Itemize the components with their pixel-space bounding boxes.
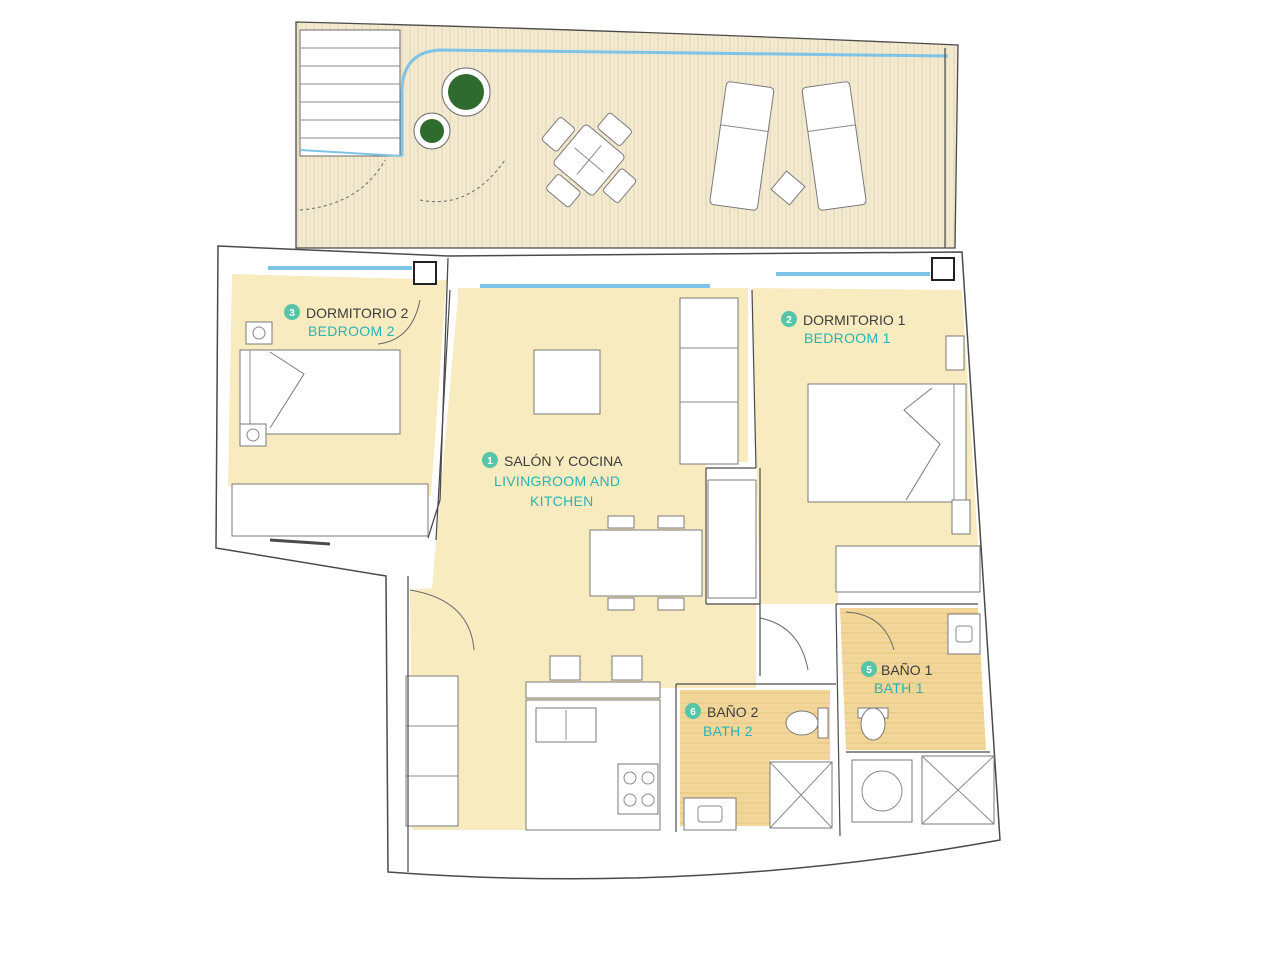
dining-chair (607, 515, 635, 529)
dining-table-set (589, 515, 703, 611)
bath-2-toilet (785, 707, 829, 739)
sun-lounger-left (709, 81, 775, 211)
terrace-stairs (299, 29, 401, 157)
bedroom-2-door-swing (377, 299, 421, 345)
terrace-gate-swing (299, 159, 386, 211)
stairs-block (299, 29, 401, 157)
hall-cupboard (707, 479, 757, 599)
bedroom-2-wardrobe (231, 483, 429, 537)
dining-table (589, 529, 703, 597)
bedroom-1-bed (807, 383, 967, 503)
room-name-en: LIVINGROOM AND (494, 473, 620, 489)
outdoor-chair (546, 174, 581, 208)
room-name-en: BEDROOM 2 (308, 323, 395, 339)
room-name-en: KITCHEN (530, 493, 594, 509)
room-number-badge (861, 661, 877, 677)
lamp-icon (252, 326, 266, 340)
bar-stool (549, 655, 581, 681)
bath-1-shower (921, 755, 995, 825)
bath-1-door-swing (845, 611, 895, 651)
stairs-glass-railing (299, 149, 403, 157)
bedroom-1-door-swing (759, 617, 809, 671)
dining-chair (607, 597, 635, 611)
nightstand (951, 499, 971, 535)
lamp-icon (246, 428, 260, 442)
coffee-table (533, 349, 601, 415)
burner-icon (623, 771, 637, 785)
outdoor-chair (541, 117, 575, 152)
outdoor-table-set (541, 112, 637, 208)
nightstand (945, 335, 965, 371)
room-name-es: DORMITORIO 2 (306, 305, 409, 321)
interior-walls (269, 257, 990, 872)
terrace-glass-railing (400, 48, 949, 156)
structural-column (413, 261, 437, 285)
burner-icon (623, 793, 637, 807)
room-number: 3 (289, 308, 295, 319)
label-living-kitchen: 1 SALÓN Y COCINA LIVINGROOM AND KITCHEN (482, 452, 623, 509)
washing-machine-drum-icon (861, 770, 903, 812)
living-cabinet (405, 675, 459, 827)
plant-icon (420, 119, 444, 143)
bedroom-1-wardrobe (835, 545, 981, 593)
bath-2-shower (769, 761, 833, 829)
washing-machine (851, 759, 913, 823)
room-name-en: BATH 1 (874, 680, 924, 696)
entry-door-swing (409, 589, 475, 651)
outdoor-chair (603, 168, 637, 203)
dining-chair (657, 515, 685, 529)
label-bath-2: 6 BAÑO 2 BATH 2 (685, 703, 759, 739)
room-name-es: SALÓN Y COCINA (504, 453, 623, 469)
bar-stool (611, 655, 643, 681)
room-number-badge (781, 311, 797, 327)
planter-large (441, 67, 491, 117)
dining-chair (657, 597, 685, 611)
room-name-en: BATH 2 (703, 723, 753, 739)
room-name-es: BAÑO 1 (881, 662, 933, 678)
bath-1-toilet (857, 707, 889, 741)
label-bedroom-2: 3 DORMITORIO 2 BEDROOM 2 (284, 304, 409, 339)
room-number-badge (685, 703, 701, 719)
terrace (295, 21, 959, 249)
burner-icon (641, 793, 655, 807)
kitchen-counter (525, 655, 661, 831)
room-name-en: BEDROOM 1 (804, 330, 891, 346)
outdoor-chair (597, 112, 632, 146)
sofa (679, 297, 739, 465)
room-number: 6 (690, 707, 696, 718)
planter-small (413, 112, 451, 150)
burner-icon (641, 771, 655, 785)
room-name-es: DORMITORIO 1 (803, 312, 906, 328)
room-name-es: BAÑO 2 (707, 704, 759, 720)
plant-icon (448, 74, 484, 110)
kitchen-bar (525, 681, 661, 699)
room-number: 1 (487, 456, 493, 467)
nightstand (239, 423, 267, 447)
room-number: 5 (866, 665, 872, 676)
living-kitchen-floor (410, 288, 756, 830)
room-number: 2 (786, 315, 792, 326)
bath-2-sink (683, 797, 737, 831)
bedroom-2-bed (239, 349, 401, 435)
side-table (770, 170, 806, 206)
structural-column (931, 257, 955, 281)
nightstand (245, 321, 273, 345)
label-bedroom-1: 2 DORMITORIO 1 BEDROOM 1 (781, 311, 906, 346)
room-number-badge (482, 452, 498, 468)
room-number-badge (284, 304, 300, 320)
sun-lounger-right (801, 81, 867, 211)
cooktop (617, 763, 659, 815)
label-bath-1: 5 BAÑO 1 BATH 1 (861, 661, 933, 696)
bath-1-sink (947, 613, 981, 655)
